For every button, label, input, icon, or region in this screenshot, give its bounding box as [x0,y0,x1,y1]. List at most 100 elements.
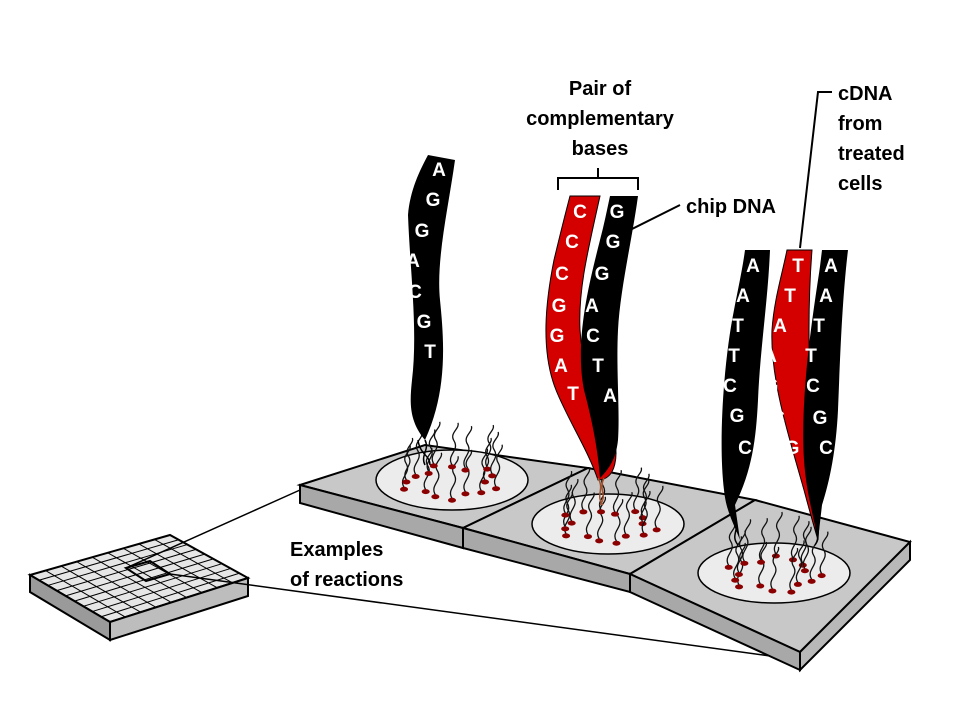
base-left-chip-6: T [424,342,436,363]
chip-dna-label: chip DNA [686,196,776,218]
spot-dot [492,486,501,492]
spot-strand [431,421,441,465]
chip-dna-callout: chip DNA [629,196,776,231]
spot-strand [802,526,812,570]
pair-bracket [557,168,639,190]
spot-dot [567,520,576,526]
spot-strand [597,496,607,540]
base-right-probe-5: C [771,408,785,429]
spot-dot [579,509,588,515]
spot-dot [597,509,606,515]
spot-dot [488,473,497,479]
examples-callout: Examples of reactions [290,539,403,591]
spot-strand [800,520,810,564]
cdna-pointer [799,91,832,249]
base-right-probe-2: A [773,316,787,337]
spot-strand [581,467,591,511]
spot-dot [411,473,420,479]
cdna-line-1: cDNA [838,83,892,105]
spot-strand [449,422,459,466]
pair-heading-line-2: complementary [526,108,675,130]
slide-right [627,498,912,673]
base-left-chip-2: G [415,221,430,242]
base-right-chip-a-3: T [728,346,740,367]
base-mid-probe-0: C [573,202,587,223]
spot-strand [640,479,650,523]
base-right-probe-4: G [764,376,779,397]
spot-strand [413,432,423,475]
spot-strand [563,484,573,528]
spot-dot [595,538,604,544]
spot-dot [483,466,492,472]
spot-dot [400,486,409,492]
spot-strand [736,530,746,573]
base-mid-probe-5: A [554,356,568,377]
spot-dot [631,509,640,515]
spot-dot [734,572,743,578]
spot-strand [654,485,664,529]
base-right-chip-b-2: T [813,316,825,337]
base-mid-chip-1: G [606,232,621,253]
strand-right-chip-a [721,250,770,540]
spot-strand [641,490,651,534]
base-right-chip-a-2: T [732,316,744,337]
spot-dot [793,581,802,587]
base-mid-chip-3: A [585,296,599,317]
base-mid-probe-1: C [565,232,579,253]
spot-dot [461,491,470,497]
spot-strand [737,542,746,586]
base-mid-chip-2: G [595,264,610,285]
spot-strand [819,531,829,574]
spot-strand [612,469,622,513]
base-mid-probe-6: T [567,384,579,405]
spot-strand [463,425,473,469]
spot-strand [614,499,624,542]
spot-strand [426,429,436,472]
spot-dot [740,560,749,566]
base-mid-probe-2: C [555,264,569,285]
base-mid-probe-3: G [552,296,567,317]
spot-strand [479,448,489,492]
base-mid-chip-5: T [592,356,604,377]
spot-dot [583,534,592,540]
base-right-probe-6: G [785,438,800,459]
spot-dot [431,494,440,500]
spot-dot [429,463,438,469]
base-right-chip-b-5: G [813,408,828,429]
spot-strand [569,478,579,522]
spot-dot [481,479,489,485]
spot-dot [477,490,486,496]
base-right-chip-b-4: C [806,376,820,397]
spot-strand [485,424,495,468]
spot-strand [585,492,595,535]
spot-dot [402,479,411,485]
stem-right-a [734,519,739,546]
cdna-callout: cDNA from treated cells [799,83,905,249]
spot-strands [400,421,829,595]
spot-dot [561,512,570,518]
slide-left [296,443,592,550]
spot-strand [633,467,643,510]
spot-strand [726,523,736,566]
spot-strand [563,470,573,514]
spot-strand [449,456,459,499]
examples-line-1: Examples [290,539,383,561]
base-right-chip-b-1: A [819,286,833,307]
base-right-chip-a-6: C [738,438,752,459]
slide-middle [460,466,758,594]
spot-dot [421,489,430,495]
spot-strand [742,519,752,562]
spot-dot [731,577,740,583]
spot-strand [494,444,503,488]
base-right-chip-a-5: G [730,406,745,427]
spot-dot [448,464,456,470]
base-left-chip-4: C [408,282,422,303]
spot-strand [623,491,633,535]
spot-dot [461,467,470,473]
spot-strand [463,449,473,493]
strand-middle-chip [580,196,638,478]
spot-dot [724,564,733,570]
spot-dot [756,583,765,589]
spot-dot [561,526,570,532]
